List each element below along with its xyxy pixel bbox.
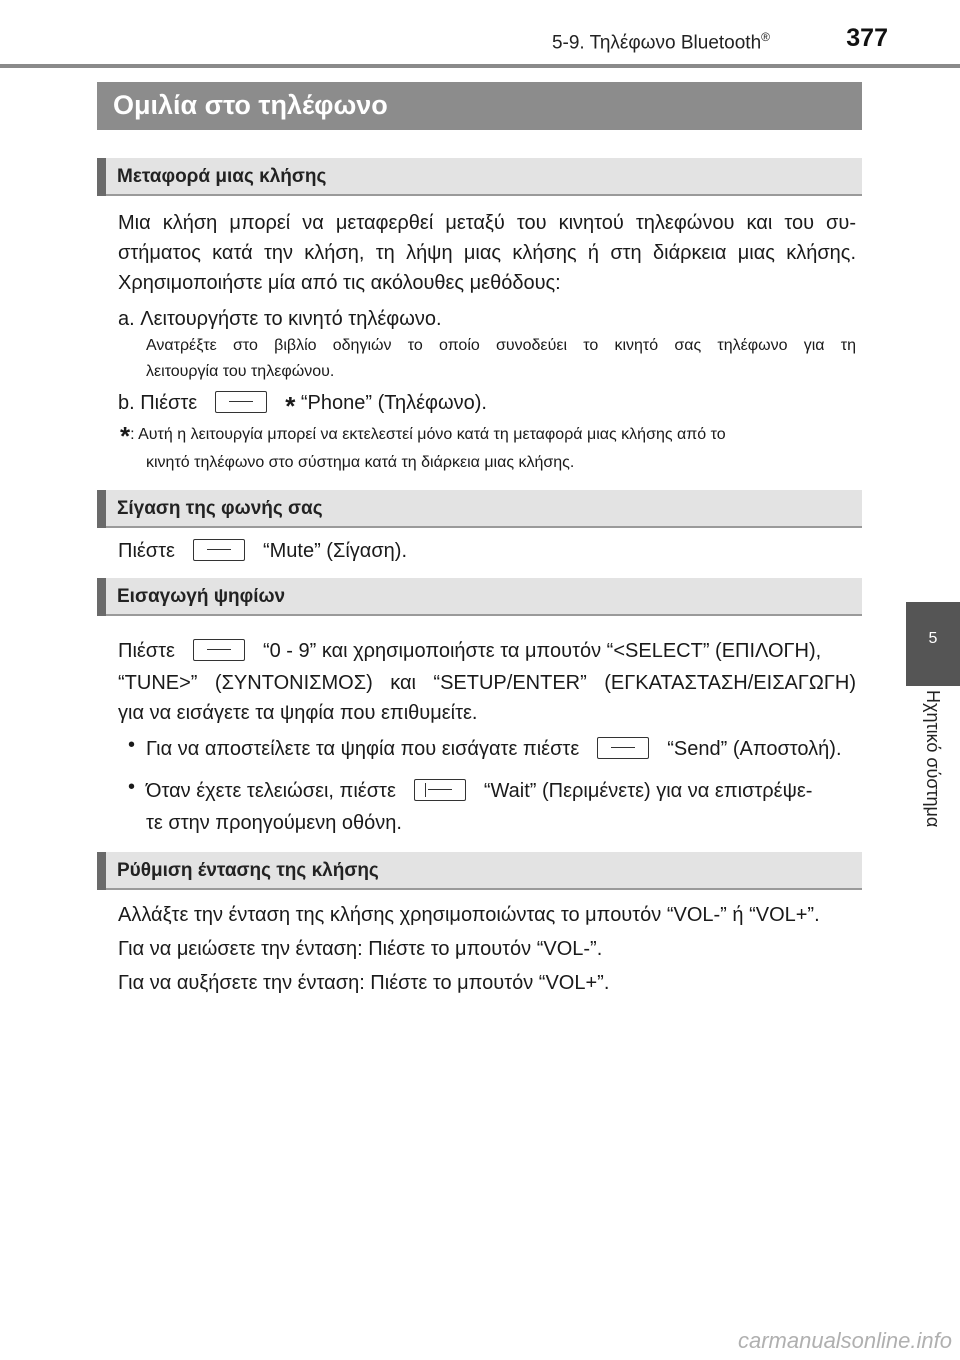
bullet-marker: •: [128, 734, 136, 756]
volume-instruction: Αλλάξτε την ένταση της κλήσης χρησιμοποι…: [118, 904, 820, 926]
digits-instruction-line: Πιέστε“0 - 9” και χρησιμοποιήστε τα μπου…: [118, 638, 822, 662]
digits-instruction-line: “TUNE>” (ΣΥΝΤΟΝΙΣΜΟΣ) και “SETUP/ENTER” …: [118, 672, 856, 694]
chapter-label-text: Ηχητικό σύστημα: [923, 690, 943, 828]
page-title-text: Ομιλία στο τηλέφωνο: [113, 90, 388, 120]
chapter-tab: 5: [906, 602, 960, 686]
watermark: carmanualsonline.info: [737, 1328, 952, 1353]
footnote: *: Αυτή η λειτουργία μπορεί να εκτελεστε…: [120, 421, 726, 451]
chapter-number: 5: [928, 630, 938, 647]
wait-bullet: Όταν έχετε τελειώσει, πιέστε“Wait” (Περι…: [146, 778, 813, 802]
section-heading-text: Εισαγωγή ψηφίων: [117, 586, 286, 607]
footnote-line: κινητό τηλέφωνο στο σύστημα κατά τη διάρ…: [146, 454, 575, 471]
volume-instruction: Για να αυξήσετε την ένταση: Πιέστε το μπ…: [118, 972, 610, 994]
screen-button-icon: [192, 538, 245, 561]
footnote-star: *: [285, 391, 296, 421]
chapter-label: Ηχητικό σύστημα: [908, 690, 956, 860]
page-number: 377: [846, 24, 888, 52]
send-bullet: Για να αποστείλετε τα ψηφία που εισάγατε…: [146, 736, 842, 760]
step-b: b. Πιέστε* “Phone” (Τηλέφωνο).: [118, 390, 487, 421]
page-title: Ομιλία στο τηλέφωνο: [97, 82, 862, 130]
transfer-paragraph-line: Χρησιμοποιήστε μία από τις ακόλουθες μεθ…: [118, 272, 561, 294]
step-a-note: Ανατρέξτε στο βιβλίο οδηγιών το οποίο συ…: [146, 337, 856, 354]
wait-bullet-line: τε στην προηγούμενη οθόνη.: [146, 812, 402, 834]
transfer-paragraph-line: στήματος κατά την κλήση, τη λήψη μιας κλ…: [118, 242, 856, 264]
digits-instruction-line: για να εισάγετε τα ψηφία που επιθυμείτε.: [118, 702, 478, 724]
bullet-marker: •: [128, 776, 136, 798]
transfer-paragraph-line: Μια κλήση μπορεί να μεταφερθεί μεταξύ το…: [118, 212, 856, 234]
section-heading-mute: Σίγαση της φωνής σας: [97, 490, 862, 528]
screen-button-icon: [597, 736, 650, 759]
section-heading-transfer: Μεταφορά μιας κλήσης: [97, 158, 862, 196]
section-heading-text: Ρύθμιση έντασης της κλήσης: [117, 860, 379, 881]
registered-mark: ®: [761, 30, 770, 44]
section-heading-volume: Ρύθμιση έντασης της κλήσης: [97, 852, 862, 890]
screen-button-icon: [192, 638, 245, 661]
volume-instruction: Για να μειώσετε την ένταση: Πιέστε το μπ…: [118, 938, 603, 960]
section-title: 5-9. Τηλέφωνο Bluetooth®: [551, 30, 770, 54]
header-divider: [0, 64, 960, 68]
mute-instruction: Πιέστε“Mute” (Σίγαση).: [118, 538, 408, 562]
step-a: a. Λειτουργήστε το κινητό τηλέφωνο.: [118, 308, 442, 330]
screen-button-icon: [413, 778, 466, 801]
page-header: 5-9. Τηλέφωνο Bluetooth® 377: [0, 0, 960, 68]
section-heading-text: Μεταφορά μιας κλήσης: [117, 166, 327, 187]
screen-button-icon: [215, 390, 268, 413]
section-heading-text: Σίγαση της φωνής σας: [117, 498, 323, 519]
step-a-note: λειτουργία του τηλεφώνου.: [146, 363, 335, 380]
section-heading-digits: Εισαγωγή ψηφίων: [97, 578, 862, 616]
